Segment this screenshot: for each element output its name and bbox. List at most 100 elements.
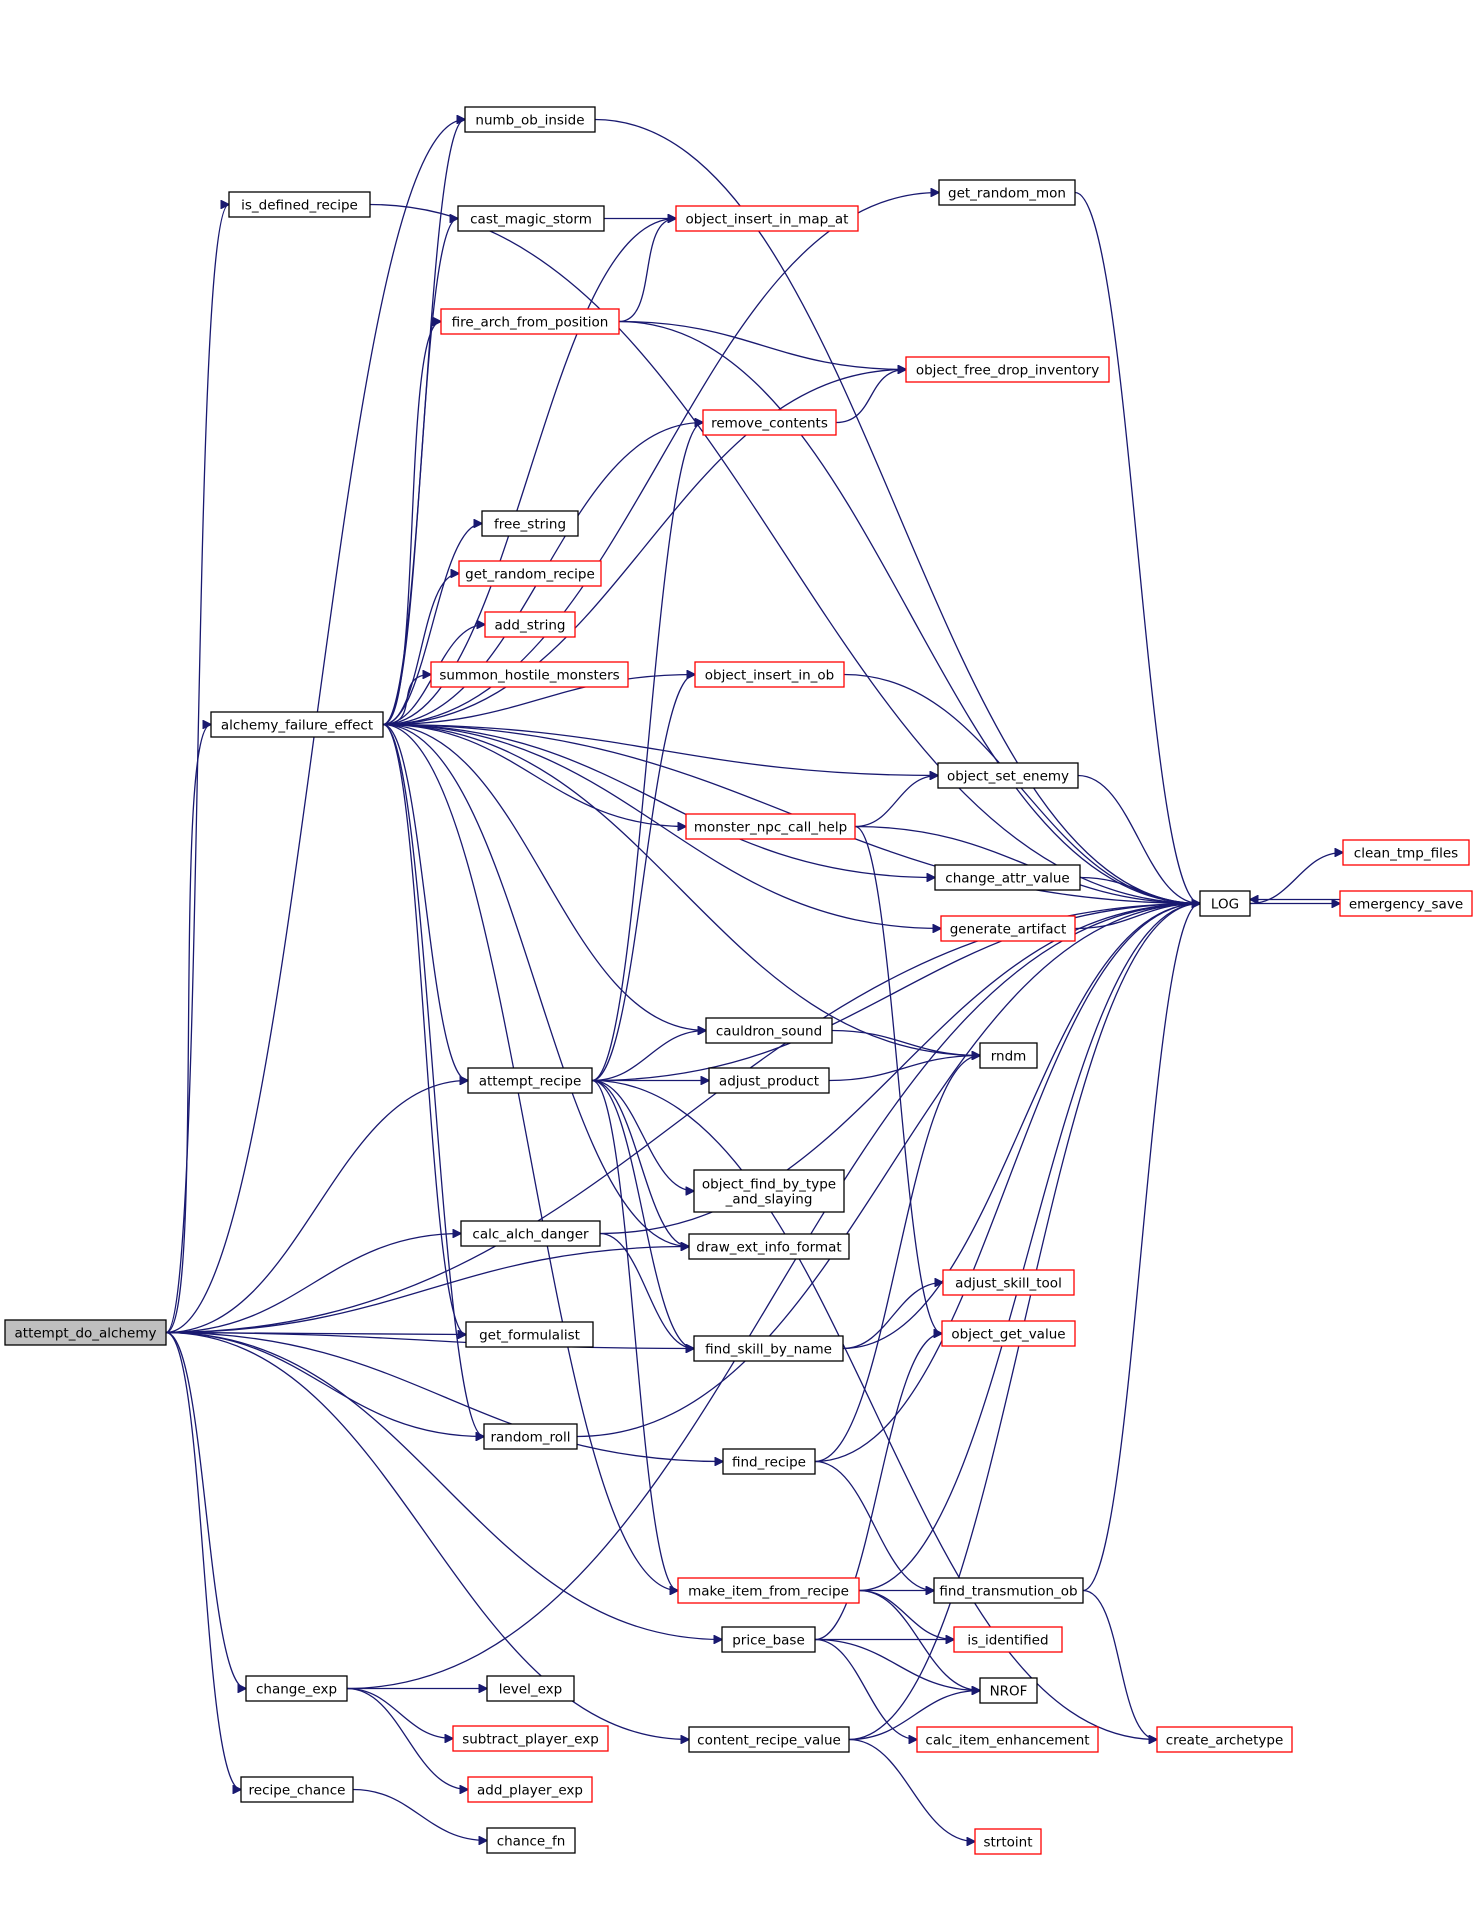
node-box[interactable] [693,1169,845,1213]
node-numb_ob_inside[interactable]: numb_ob_inside [464,106,596,133]
node-is_defined_recipe[interactable]: is_defined_recipe [228,191,371,218]
node-box[interactable] [688,1233,850,1260]
node-object_set_enemy[interactable]: object_set_enemy [937,762,1079,789]
node-box[interactable] [677,1577,860,1604]
node-subtract_player_exp[interactable]: subtract_player_exp [452,1725,609,1752]
node-get_formulalist[interactable]: get_formulalist [465,1321,594,1348]
node-box[interactable] [942,1269,1075,1296]
node-make_item_from_recipe[interactable]: make_item_from_recipe [677,1577,860,1604]
node-box[interactable] [685,813,856,840]
node-box[interactable] [465,1321,594,1348]
node-object_insert_in_ob[interactable]: object_insert_in_ob [694,661,845,688]
node-box[interactable] [481,510,579,537]
node-cast_magic_storm[interactable]: cast_magic_storm [457,205,605,232]
node-adjust_product[interactable]: adjust_product [708,1067,830,1094]
node-box[interactable] [464,106,596,133]
node-add_string[interactable]: add_string [484,611,576,638]
node-box[interactable] [1342,839,1470,866]
node-box[interactable] [1339,890,1473,917]
node-monster_npc_call_help[interactable]: monster_npc_call_help [685,813,856,840]
node-calc_item_enhancement[interactable]: calc_item_enhancement [916,1726,1099,1753]
node-attempt_recipe[interactable]: attempt_recipe [467,1067,593,1094]
node-box[interactable] [934,864,1081,891]
node-box[interactable] [675,205,859,232]
node-box[interactable] [937,762,1079,789]
node-box[interactable] [460,1220,601,1247]
node-box[interactable] [458,560,602,587]
node-object_insert_in_map_at[interactable]: object_insert_in_map_at [675,205,859,232]
node-create_archetype[interactable]: create_archetype [1156,1726,1293,1753]
node-recipe_chance[interactable]: recipe_chance [240,1776,354,1803]
node-content_recipe_value[interactable]: content_recipe_value [688,1726,850,1753]
node-box[interactable] [953,1626,1063,1653]
node-box[interactable] [979,1042,1038,1069]
node-is_identified[interactable]: is_identified [953,1626,1063,1653]
node-rndm[interactable]: rndm [979,1042,1038,1069]
node-box[interactable] [1199,890,1251,917]
node-box[interactable] [467,1067,593,1094]
node-object_find_by_type_and_slaying[interactable]: object_find_by_type_and_slaying [693,1169,845,1213]
node-box[interactable] [486,1675,575,1702]
node-change_exp[interactable]: change_exp [245,1675,348,1702]
node-random_roll[interactable]: random_roll [483,1423,578,1450]
node-cauldron_sound[interactable]: cauldron_sound [705,1017,833,1044]
node-box[interactable] [694,661,845,688]
node-box[interactable] [938,179,1076,206]
node-find_skill_by_name[interactable]: find_skill_by_name [693,1335,844,1362]
node-adjust_skill_tool[interactable]: adjust_skill_tool [942,1269,1075,1296]
node-box[interactable] [452,1725,609,1752]
node-box[interactable] [721,1626,816,1653]
node-box[interactable] [933,1577,1084,1604]
node-box[interactable] [693,1335,844,1362]
node-box[interactable] [228,191,371,218]
node-strtoint[interactable]: strtoint [974,1828,1042,1855]
node-box[interactable] [4,1319,167,1346]
node-box[interactable] [486,1827,576,1854]
node-add_player_exp[interactable]: add_player_exp [467,1776,593,1803]
node-box[interactable] [722,1448,816,1475]
node-box[interactable] [440,308,620,335]
node-box[interactable] [974,1828,1042,1855]
node-object_get_value[interactable]: object_get_value [941,1320,1076,1347]
node-box[interactable] [916,1726,1099,1753]
node-calc_alch_danger[interactable]: calc_alch_danger [460,1220,601,1247]
node-get_random_recipe[interactable]: get_random_recipe [458,560,602,587]
node-emergency_save[interactable]: emergency_save [1339,890,1473,917]
node-chance_fn[interactable]: chance_fn [486,1827,576,1854]
node-box[interactable] [467,1776,593,1803]
node-box[interactable] [245,1675,348,1702]
node-object_free_drop_inventory[interactable]: object_free_drop_inventory [905,356,1110,383]
node-box[interactable] [688,1726,850,1753]
node-box[interactable] [940,915,1076,942]
node-attempt_do_alchemy[interactable]: attempt_do_alchemy [4,1319,167,1346]
node-free_string[interactable]: free_string [481,510,579,537]
node-NROF[interactable]: NROF [979,1677,1038,1704]
node-level_exp[interactable]: level_exp [486,1675,575,1702]
node-box[interactable] [905,356,1110,383]
node-fire_arch_from_position[interactable]: fire_arch_from_position [440,308,620,335]
node-box[interactable] [240,1776,354,1803]
node-box[interactable] [483,1423,578,1450]
node-price_base[interactable]: price_base [721,1626,816,1653]
node-box[interactable] [702,409,837,436]
node-box[interactable] [484,611,576,638]
node-LOG[interactable]: LOG [1199,890,1251,917]
node-box[interactable] [979,1677,1038,1704]
node-find_transmution_ob[interactable]: find_transmution_ob [933,1577,1084,1604]
node-generate_artifact[interactable]: generate_artifact [940,915,1076,942]
node-box[interactable] [705,1017,833,1044]
node-remove_contents[interactable]: remove_contents [702,409,837,436]
node-box[interactable] [941,1320,1076,1347]
node-clean_tmp_files[interactable]: clean_tmp_files [1342,839,1470,866]
node-box[interactable] [1156,1726,1293,1753]
node-get_random_mon[interactable]: get_random_mon [938,179,1076,206]
node-summon_hostile_monsters[interactable]: summon_hostile_monsters [430,661,629,688]
node-box[interactable] [210,711,384,738]
node-find_recipe[interactable]: find_recipe [722,1448,816,1475]
node-alchemy_failure_effect[interactable]: alchemy_failure_effect [210,711,384,738]
node-box[interactable] [430,661,629,688]
node-change_attr_value[interactable]: change_attr_value [934,864,1081,891]
node-draw_ext_info_format[interactable]: draw_ext_info_format [688,1233,850,1260]
node-box[interactable] [708,1067,830,1094]
node-box[interactable] [457,205,605,232]
